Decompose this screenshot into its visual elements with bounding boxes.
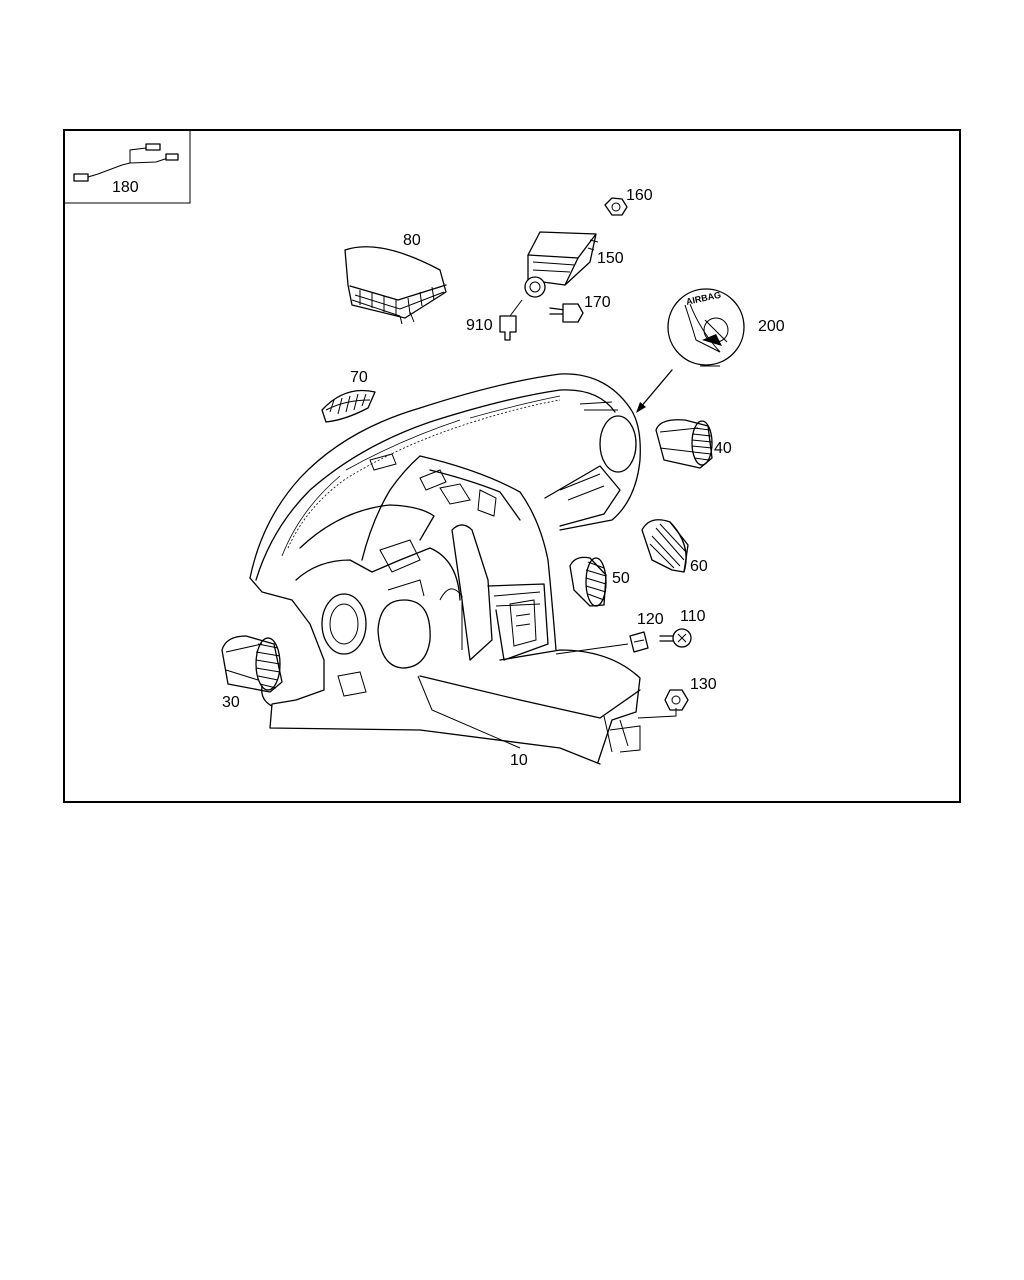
label-110: 110 [680,608,706,625]
part-150-airbag-module: 150 [524,231,624,298]
part-160-nut: 160 [604,187,653,216]
label-30: 30 [222,694,240,711]
diagram-frame [63,129,961,803]
label-150: 150 [597,250,624,267]
wiring-harness-icon [73,143,179,182]
part-910-connector: 910 [466,299,523,341]
part-130-nut: 130 [664,676,717,711]
label-910: 910 [466,317,493,334]
inset-box-wiring-harness: 180 [64,130,191,204]
part-60-side-vent: 60 [641,519,708,575]
label-160: 160 [626,187,653,204]
label-80: 80 [403,232,421,249]
label-130: 130 [690,676,717,693]
part-40-side-vent: 40 [655,419,732,469]
part-120-clip: 120 [629,611,664,653]
label-170: 170 [584,294,611,311]
part-80-center-vent: 80 [344,232,447,325]
label-40: 40 [714,440,732,457]
part-110-screw: 110 [659,608,706,648]
label-10: 10 [510,752,528,769]
part-170-bolt: 170 [549,294,611,323]
label-120: 120 [637,611,664,628]
label-200: 200 [758,318,785,335]
part-70-grille: 70 [321,369,376,423]
label-50: 50 [612,570,630,587]
part-30-outer-vent: 30 [221,635,283,711]
label-70: 70 [350,369,368,386]
label-60: 60 [690,558,708,575]
part-50-center-vent: 50 [569,556,630,607]
part-10-dashboard: 10 [249,373,677,769]
arrow-decal-location [636,369,673,413]
label-180: 180 [112,179,139,196]
part-200-airbag-decal: AIRBAG 200 [667,288,785,367]
